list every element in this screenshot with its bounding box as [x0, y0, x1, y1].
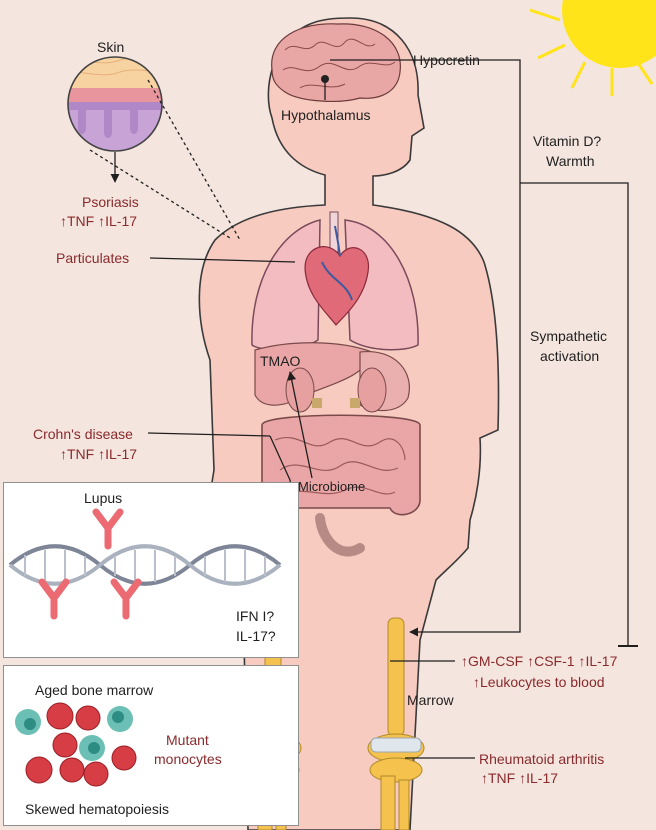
skin-label: Skin — [97, 39, 125, 55]
particulates-label: Particulates — [56, 250, 130, 266]
lupus-markers-line2: IL-17? — [236, 628, 276, 644]
blood-cells-icons — [15, 702, 137, 787]
hypocretin-label: Hypocretin — [413, 52, 480, 68]
sun-icon — [529, 0, 656, 96]
sympathetic-label-line1: Sympathetic — [530, 328, 608, 344]
psoriasis-label: Psoriasis — [82, 194, 139, 210]
aged-bone-marrow-panel — [3, 665, 299, 826]
antibody-icons — [38, 508, 142, 620]
tmao-label: TMAO — [260, 353, 301, 369]
aged-bone-marrow-title: Aged bone marrow — [35, 682, 154, 698]
skewed-hematopoiesis-label: Skewed hematopoiesis — [25, 801, 169, 817]
dna-helix-icon — [8, 544, 282, 586]
psoriasis-markers: ↑TNF ↑IL-17 — [60, 213, 138, 229]
sympathetic-label-line2: activation — [540, 348, 600, 364]
leukocytes-label: ↑Leukocytes to blood — [473, 674, 605, 690]
liver-icon — [254, 342, 373, 406]
marrow-label: Marrow — [407, 692, 454, 708]
hypothalamus-label: Hypothalamus — [281, 107, 371, 123]
vitamin-d-label: Vitamin D? — [533, 133, 602, 149]
crohns-label: Crohn's disease — [33, 426, 133, 442]
warmth-label: Warmth — [546, 153, 595, 169]
lupus-panel — [3, 482, 299, 658]
lupus-markers-line1: IFN I? — [236, 608, 275, 624]
mutant-monocytes-line1: Mutant — [166, 732, 209, 748]
marrow-cytokines-label: ↑GM-CSF ↑CSF-1 ↑IL-17 — [461, 653, 618, 669]
rheumatoid-arthritis-label: Rheumatoid arthritis — [479, 751, 605, 767]
lupus-title: Lupus — [84, 490, 123, 506]
crohns-markers: ↑TNF ↑IL-17 — [60, 446, 138, 462]
heart-icon — [304, 225, 370, 326]
brain-icon — [271, 23, 401, 102]
rheumatoid-arthritis-markers: ↑TNF ↑IL-17 — [481, 770, 559, 786]
mutant-monocytes-line2: monocytes — [154, 751, 222, 767]
microbiome-label: Microbiome — [298, 479, 366, 494]
